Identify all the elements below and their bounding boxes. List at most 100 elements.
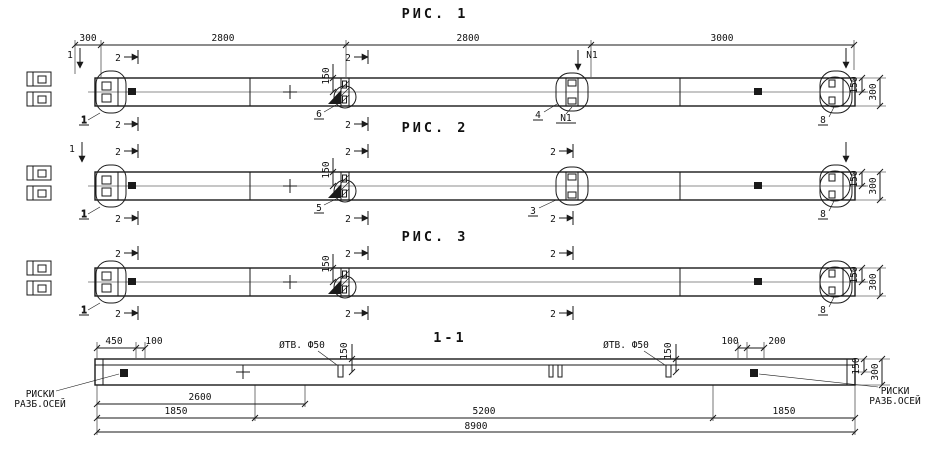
detail-8-label: 8 xyxy=(820,115,826,126)
dim-right-300: 300 xyxy=(868,83,879,100)
detail-8-label: 8 xyxy=(820,209,826,220)
cut2-label: 2 xyxy=(115,53,121,64)
fig2-left-end-detail: 1 xyxy=(79,164,127,221)
dim-200: 200 xyxy=(768,336,785,347)
dim-1850-right: 1850 xyxy=(773,406,796,417)
fig1-right-dims: 150 300 xyxy=(849,74,886,110)
hole-slot xyxy=(337,364,344,378)
dim-5200: 5200 xyxy=(473,406,496,417)
hole-label-left: ØТВ. Ф50 xyxy=(279,340,325,351)
cut2-label: 2 xyxy=(115,214,121,225)
cut2-label: 2 xyxy=(345,214,351,225)
detail-5-label: 5 xyxy=(316,203,322,214)
hole-slot xyxy=(665,364,672,378)
section-hole-callouts: ØТВ. Ф50 150 ØТВ. Ф50 150 xyxy=(279,340,680,376)
detail-1-label: 1 xyxy=(81,115,87,126)
dim-150: 150 xyxy=(321,67,332,84)
section-title: 1-1 xyxy=(433,330,466,346)
fig2-right-dims: 150 300 xyxy=(849,168,886,204)
section-2-2-icon-fig3 xyxy=(26,260,52,296)
cut2-label: 2 xyxy=(550,309,556,320)
detail-8-label: 8 xyxy=(820,305,826,316)
detail-circle xyxy=(333,275,357,299)
section-2-2-icon-fig1 xyxy=(26,71,52,107)
hole-label-right: ØТВ. Ф50 xyxy=(603,340,649,351)
dim-1850-left: 1850 xyxy=(165,406,188,417)
fig1-cut1-marks: 1 xyxy=(67,48,850,69)
cut2-label: 2 xyxy=(550,249,556,260)
fig2-beam xyxy=(88,171,866,201)
embed-plate-right xyxy=(754,182,762,189)
section-2-2-icon-fig2 xyxy=(26,165,52,201)
figure-3: РИС. 3 2 2 2 2 2 2 xyxy=(79,229,886,320)
figure-3-title: РИС. 3 xyxy=(402,229,469,245)
dim-right-150: 150 xyxy=(851,357,862,374)
fig1-left-end-detail: 1 xyxy=(79,70,127,127)
embed-plate-left xyxy=(128,182,136,189)
detail-1-label: 1 xyxy=(81,209,87,220)
dim-300: 300 xyxy=(79,33,96,44)
cut2-label: 2 xyxy=(115,309,121,320)
fig3-right-end-detail-8: 8 xyxy=(818,260,853,316)
dim-3000: 3000 xyxy=(711,33,734,44)
fig1-joint-detail-6: 6 150 xyxy=(314,64,357,120)
dim-2800-a: 2800 xyxy=(212,33,235,44)
detail-6-label: 6 xyxy=(316,109,322,120)
detail-4-label: 4 xyxy=(535,110,541,121)
figure-1: РИС. 1 300 2800 2800 3000 1 2 2 xyxy=(67,6,886,131)
dim-8900: 8900 xyxy=(465,421,488,432)
dim-right-150: 150 xyxy=(849,170,860,187)
dim-150: 150 xyxy=(321,161,332,178)
fig3-left-end-detail: 1 xyxy=(79,260,127,317)
cut2-label: 2 xyxy=(115,147,121,158)
section-beam xyxy=(94,358,856,386)
figure-1-title: РИС. 1 xyxy=(402,6,469,22)
cut2-label: 2 xyxy=(345,309,351,320)
axis-mark-text-2: РАЗБ.ОСЕЙ xyxy=(14,398,66,410)
axis-mark-text-2: РАЗБ.ОСЕЙ xyxy=(869,395,921,407)
dim-right-150: 150 xyxy=(849,266,860,283)
dim-2600: 2600 xyxy=(189,392,212,403)
rebar-n1-top: N1 xyxy=(586,50,598,61)
cut2-label: 2 xyxy=(550,147,556,158)
dim-150-hole: 150 xyxy=(663,342,674,359)
cut2-label: 2 xyxy=(345,53,351,64)
dim-150-hole: 150 xyxy=(339,342,350,359)
figure-2-title: РИС. 2 xyxy=(402,120,469,136)
section-top-left-dims: 450 100 xyxy=(93,336,163,358)
hole-slot xyxy=(548,364,554,378)
section-1-1: 1-1 450 100 100 200 xyxy=(14,330,921,436)
axis-mark-right: РИСКИ РАЗБ.ОСЕЙ xyxy=(758,373,921,407)
detail-3-label: 3 xyxy=(530,206,536,217)
fig2-cut2-marks: 2 2 2 2 2 2 xyxy=(115,144,574,225)
dim-2800-b: 2800 xyxy=(457,33,480,44)
fig1-top-dim-chain: 300 2800 2800 3000 xyxy=(71,33,858,77)
figure-2: РИС. 2 1 2 2 2 2 2 2 xyxy=(69,120,886,225)
cut2-label: 2 xyxy=(115,120,121,131)
detail-circle xyxy=(333,179,357,203)
cut1-label: 1 xyxy=(69,144,75,155)
fig2-middle-detail-3: 3 xyxy=(528,166,589,217)
cut2-label: 2 xyxy=(345,120,351,131)
cut1-label: 1 xyxy=(67,50,73,61)
embed-plate-right xyxy=(754,278,762,285)
fig3-right-dims: 150 300 xyxy=(849,264,886,300)
dim-right-300: 300 xyxy=(868,177,879,194)
embed-plate-left xyxy=(120,369,128,377)
dim-100-left: 100 xyxy=(145,336,162,347)
fig1-beam xyxy=(88,77,866,107)
rebar-n1-bottom: N1 xyxy=(560,113,572,124)
dim-right-300: 300 xyxy=(870,363,881,380)
fig1-cut2-marks: 2 2 2 2 xyxy=(115,50,369,131)
fig2-joint-detail-5: 5 150 xyxy=(314,158,357,214)
cut2-label: 2 xyxy=(550,214,556,225)
axis-mark-left: РИСКИ РАЗБ.ОСЕЙ xyxy=(14,373,120,410)
cut2-label: 2 xyxy=(115,249,121,260)
dim-450: 450 xyxy=(105,336,122,347)
fig1-right-end-detail-8: 8 xyxy=(818,70,853,126)
fig2-right-end-detail-8: 8 xyxy=(818,164,853,220)
fig3-joint-detail: 150 xyxy=(321,254,357,299)
dim-150: 150 xyxy=(321,255,332,272)
